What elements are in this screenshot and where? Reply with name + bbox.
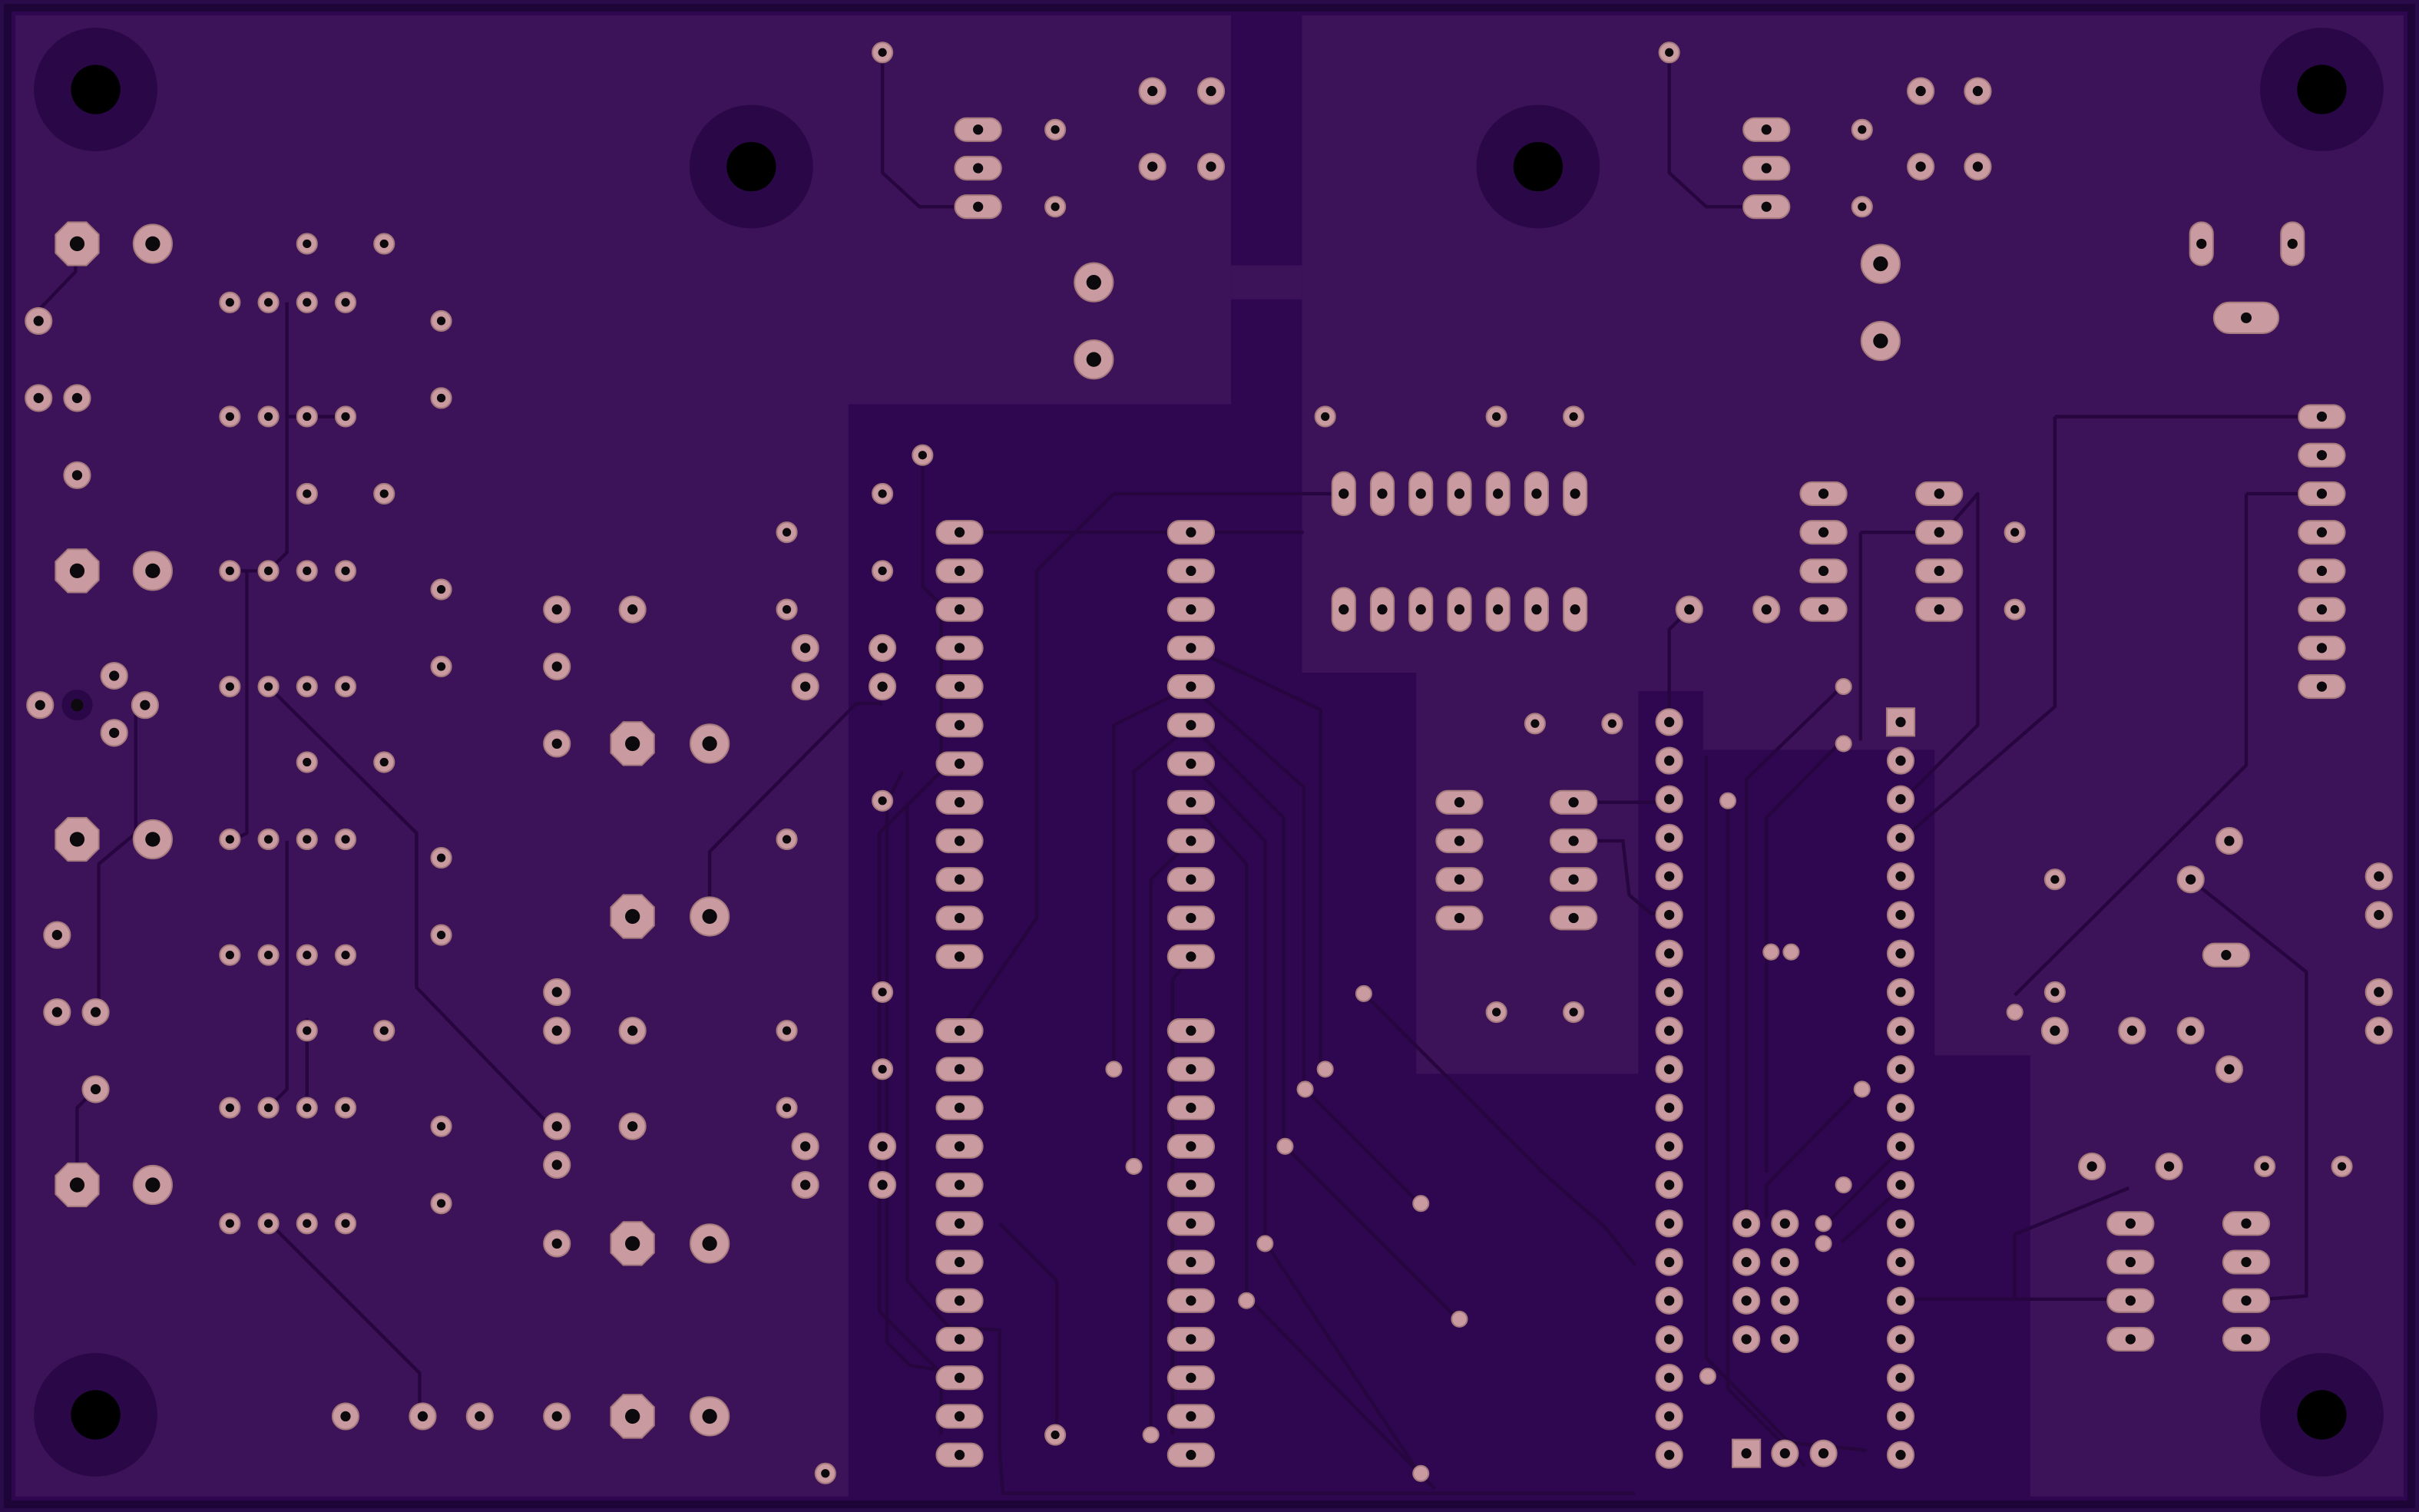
vias: [25, 41, 2353, 1484]
micro-vias: [1105, 678, 2024, 1482]
